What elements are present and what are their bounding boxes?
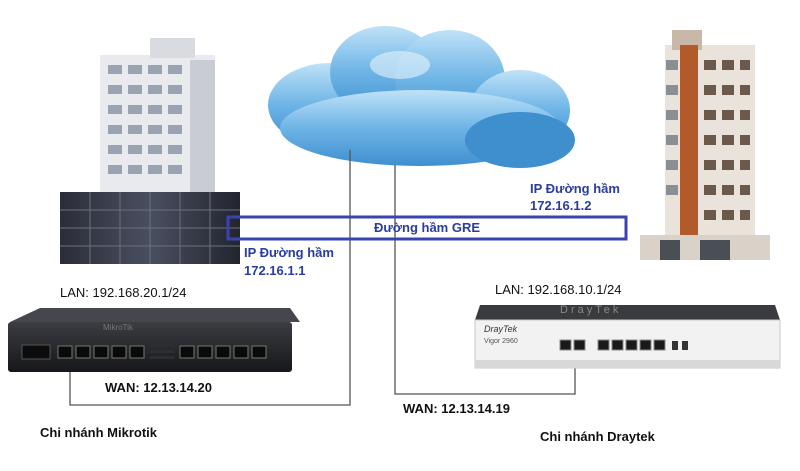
left-tunnel-ip: 172.16.1.1 xyxy=(244,263,306,278)
left-building-image xyxy=(60,38,240,264)
draytek-model-label: Vigor 2960 xyxy=(484,338,518,345)
right-tunnel-ip: 172.16.1.2 xyxy=(530,198,592,213)
draytek-logo-label: DrayTek xyxy=(484,324,518,334)
draytek-top-brand-label: DrayTek xyxy=(560,304,622,316)
right-lan-label: LAN: 192.168.10.1/24 xyxy=(495,282,622,297)
connection-lines xyxy=(69,150,576,406)
left-wan-label: WAN: 12.13.14.20 xyxy=(105,380,212,395)
right-tunnel-ip-heading: IP Đường hầm xyxy=(530,181,620,196)
left-tunnel-ip-heading: IP Đường hầm xyxy=(244,245,334,260)
internet-cloud-icon xyxy=(268,26,575,168)
right-building-image xyxy=(640,30,770,260)
gre-tunnel-bar xyxy=(226,215,628,241)
left-branch-label: Chi nhánh Mikrotik xyxy=(40,425,157,440)
right-wan-label: WAN: 12.13.14.19 xyxy=(403,401,510,416)
left-lan-label: LAN: 192.168.20.1/24 xyxy=(60,285,187,300)
mikrotik-brand-label: MikroTik xyxy=(103,323,133,332)
draytek-router-image xyxy=(474,305,781,369)
right-branch-label: Chi nhánh Draytek xyxy=(540,429,655,444)
gre-tunnel-label: Đường hầm GRE xyxy=(373,220,481,235)
mikrotik-router-image xyxy=(8,308,300,372)
